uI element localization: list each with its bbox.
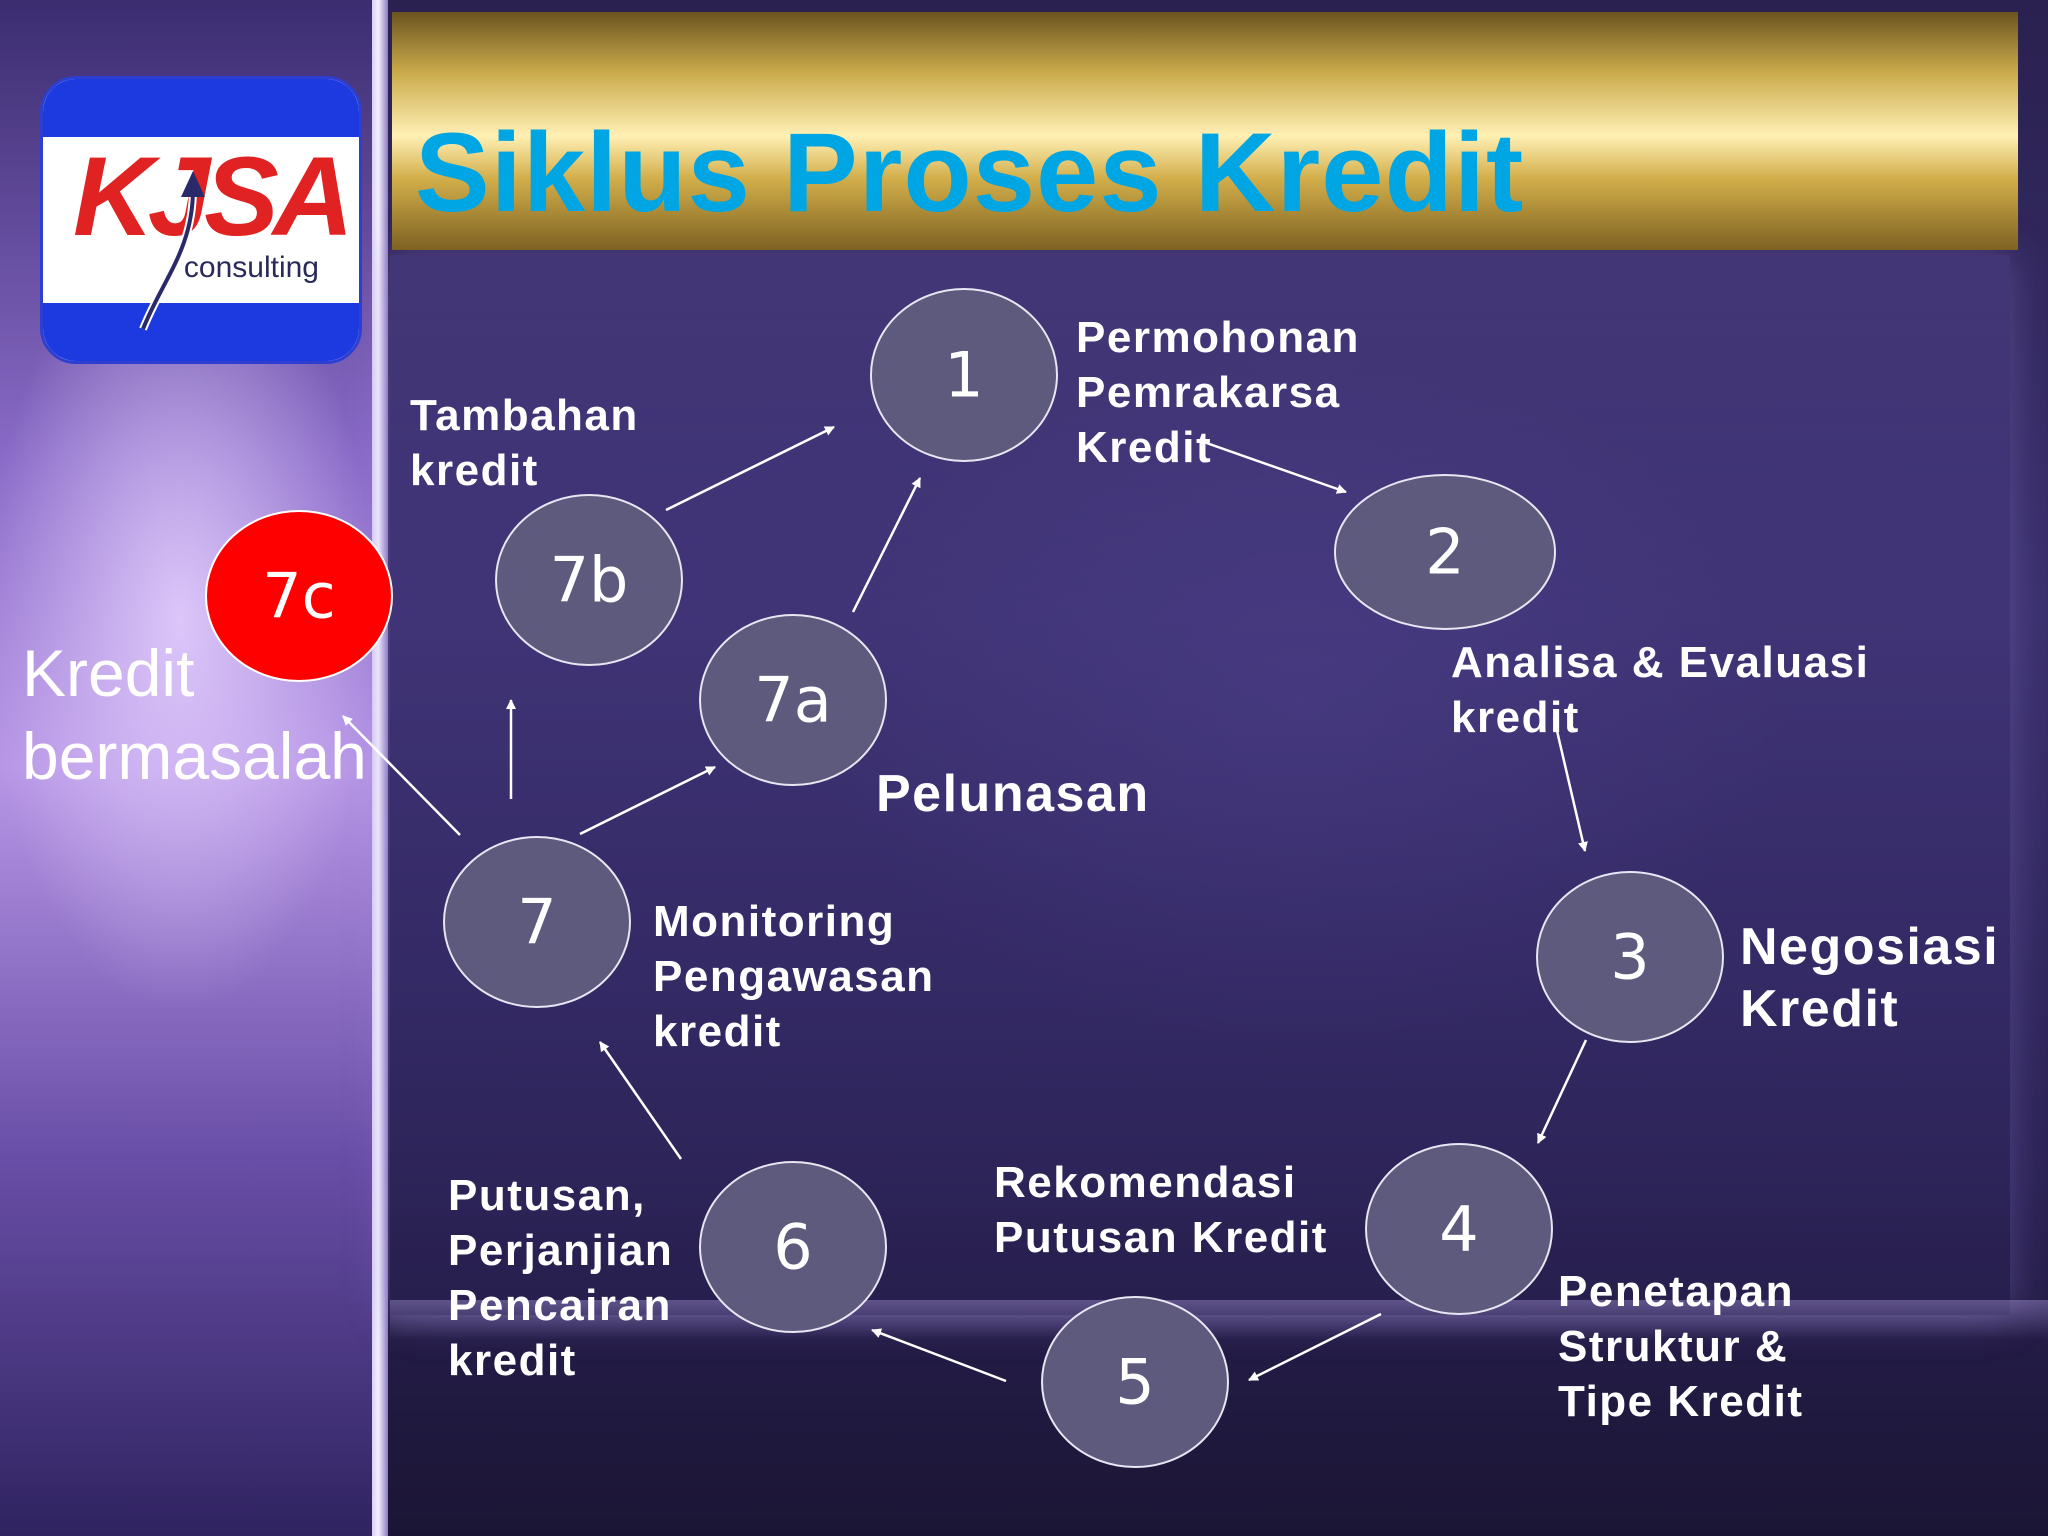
arrow-7a-to-1: [851, 477, 922, 613]
node-4-number: 4: [1439, 1193, 1478, 1266]
label-permohonan: Permohonan Pemrakarsa Kredit: [1076, 313, 1360, 472]
node-3-circle: [1536, 871, 1724, 1043]
left-divider: [372, 0, 388, 1536]
node-7c: 7c: [205, 510, 393, 682]
node-3: 3: [1536, 871, 1724, 1043]
node-4-circle: [1365, 1143, 1553, 1315]
label-analisa: Analisa & Evaluasi kredit: [1451, 638, 1870, 742]
arrow-1-to-2: [1197, 438, 1347, 494]
node-5: 5: [1041, 1296, 1229, 1468]
bottom-glow: [390, 1300, 2048, 1340]
label-penetapan: Penetapan Struktur & Tipe Kredit: [1558, 1267, 1804, 1426]
node-1: 1: [870, 288, 1058, 462]
node-7b-number: 7b: [550, 544, 629, 617]
arrow-3-to-4: [1536, 1039, 1588, 1144]
node-6-circle: [699, 1161, 887, 1333]
node-7-circle: [443, 836, 631, 1008]
node-6: 6: [699, 1161, 887, 1333]
node-7-number: 7: [517, 886, 556, 959]
title-band: [392, 12, 2018, 250]
node-2-number: 2: [1425, 516, 1464, 589]
logo-band-bottom: [43, 303, 359, 361]
logo-wordmark: KJSA: [73, 134, 354, 259]
node-2: 2: [1334, 474, 1556, 630]
arrow-5-to-6: [871, 1328, 1007, 1383]
node-1-number: 1: [944, 339, 983, 412]
label-rekomendasi: Rekomendasi Putusan Kredit: [994, 1158, 1328, 1262]
arrow-6-to-7: [598, 1041, 683, 1160]
node-7c-number: 7c: [262, 560, 336, 633]
node-5-number: 5: [1115, 1346, 1154, 1419]
node-5-circle: [1041, 1296, 1229, 1468]
node-7: 7: [443, 836, 631, 1008]
label-pelunasan: Pelunasan: [876, 765, 1150, 823]
edges: [342, 425, 1588, 1383]
arrow-2-to-3: [1552, 717, 1588, 852]
label-monitoring: Monitoring Pengawasan kredit: [653, 897, 935, 1056]
node-7b: 7b: [495, 494, 683, 666]
slide-title: Siklus Proses Kredit: [415, 110, 1525, 235]
nodes: 1 2 3 4 5 6 7 7a 7b 7c: [205, 288, 1724, 1468]
node-7b-circle: [495, 494, 683, 666]
arrow-7b-to-1: [665, 425, 835, 512]
logo-arrow-icon: [139, 171, 205, 331]
label-kredit-bermasalah: Kredit bermasalah: [22, 636, 367, 793]
node-7c-circle: [205, 510, 393, 682]
label-tambahan: Tambahan kredit: [410, 391, 639, 495]
node-7a: 7a: [699, 614, 887, 786]
node-1-circle: [870, 288, 1058, 462]
arrow-7-to-7c: [342, 715, 461, 836]
label-negosiasi: Negosiasi Kredit: [1740, 918, 2000, 1038]
node-7a-circle: [699, 614, 887, 786]
node-2-circle: [1334, 474, 1556, 630]
arrow-7-to-7a: [579, 765, 716, 836]
node-4: 4: [1365, 1143, 1553, 1315]
content-panel: [390, 255, 2010, 1315]
node-3-number: 3: [1610, 921, 1649, 994]
node-6-number: 6: [773, 1211, 812, 1284]
logo-subtitle: consulting: [183, 251, 319, 284]
arrow-4-to-5: [1248, 1312, 1382, 1382]
node-7a-number: 7a: [754, 664, 831, 737]
company-logo: KJSA consulting: [40, 76, 362, 364]
label-putusan: Putusan, Perjanjian Pencairan kredit: [448, 1171, 674, 1385]
logo-band-top: [43, 79, 359, 137]
